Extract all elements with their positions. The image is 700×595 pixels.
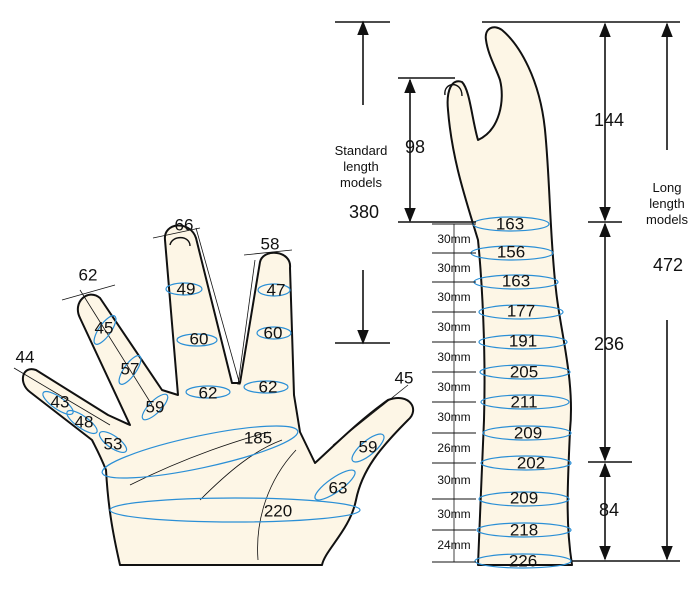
lower-section-length: 84 [599, 500, 619, 520]
hand-outline [21, 224, 415, 566]
long-length-dimension: 144 236 84 Long length models 472 [482, 21, 688, 562]
standard-label-line1: Standard [335, 143, 388, 158]
long-label-line3: models [646, 212, 688, 227]
thumb-mid-circ: 59 [359, 437, 378, 456]
ring-top-circ: 45 [95, 318, 114, 337]
spacing-label: 24mm [437, 538, 470, 552]
long-total: 472 [653, 255, 683, 275]
thumb-nail [444, 83, 463, 97]
standard-length-dimension: Standard length models 380 98 [335, 20, 476, 345]
arm-circ: 163 [502, 271, 530, 290]
arm-circ: 156 [497, 242, 525, 261]
arm-circ: 163 [496, 214, 524, 233]
spacing-label: 30mm [437, 380, 470, 394]
arm-outline [446, 26, 573, 566]
fingertip-width-lines [13, 227, 409, 446]
middle-base-circ: 62 [199, 383, 218, 402]
spacing-label: 30mm [437, 410, 470, 424]
hand-length-standard: 98 [405, 137, 425, 157]
arm-circ: 218 [510, 520, 538, 539]
arm-circ: 209 [510, 488, 538, 507]
spacing-label: 30mm [437, 232, 470, 246]
arm-circ: 226 [509, 551, 537, 570]
spacing-scale: 30mm 30mm 30mm 30mm 30mm 30mm 30mm 26mm … [432, 223, 476, 563]
arm-circ: 211 [510, 392, 537, 411]
arm-drawing [444, 26, 573, 566]
hand-length-long: 144 [594, 110, 624, 130]
middle-tip-width: 66 [175, 215, 194, 234]
spacing-label: 30mm [437, 320, 470, 334]
arm-circumference-labels: 163 156 163 177 191 205 211 209 202 209 … [496, 214, 545, 570]
pinky-top-circ: 43 [51, 392, 70, 411]
arm-circ: 209 [514, 423, 542, 442]
ring-tip-width: 62 [79, 265, 98, 284]
spacing-label: 30mm [437, 507, 470, 521]
hand-circumference-ellipses [42, 282, 385, 523]
index-base-circ: 62 [259, 377, 278, 396]
ring-mid-circ: 57 [121, 359, 140, 378]
middle-nail [169, 236, 191, 247]
arm-circ: 191 [509, 331, 537, 350]
standard-total: 380 [349, 202, 379, 222]
pinky-tip-width: 44 [16, 347, 35, 366]
arm-circumference-ellipses [470, 216, 572, 569]
pinky-mid-circ: 48 [75, 412, 94, 431]
spacing-label: 30mm [437, 290, 470, 304]
spacing-label: 30mm [437, 350, 470, 364]
middle-mid-circ: 60 [190, 329, 209, 348]
palm-crease [129, 431, 269, 486]
hand-drawing [21, 224, 415, 566]
hand-labels: 44 43 48 53 62 45 57 59 66 49 60 62 58 4… [16, 215, 414, 520]
spacing-label: 30mm [437, 473, 470, 487]
ring-base-circ: 59 [146, 397, 165, 416]
standard-label-line2: length [343, 159, 378, 174]
pinky-base-circ: 53 [104, 434, 123, 453]
spacing-label: 30mm [437, 261, 470, 275]
palm-circ: 220 [264, 501, 292, 520]
arm-circ: 177 [507, 301, 535, 320]
middle-top-circ: 49 [177, 279, 196, 298]
upper-section-length: 236 [594, 334, 624, 354]
index-mid-circ: 60 [264, 323, 283, 342]
palm-crease [257, 449, 297, 561]
spacing-label: 26mm [437, 441, 470, 455]
palm-crease [199, 439, 283, 501]
long-label-line1: Long [653, 180, 682, 195]
knuckle-circ: 185 [244, 428, 272, 447]
standard-label-line3: models [340, 175, 382, 190]
thumb-tip-width: 45 [395, 368, 414, 387]
arm-circ: 202 [517, 453, 545, 472]
index-tip-width: 58 [261, 234, 280, 253]
long-label-line2: length [649, 196, 684, 211]
index-top-circ: 47 [267, 280, 286, 299]
thumb-base-circ: 63 [329, 478, 348, 497]
arm-circ: 205 [510, 362, 538, 381]
